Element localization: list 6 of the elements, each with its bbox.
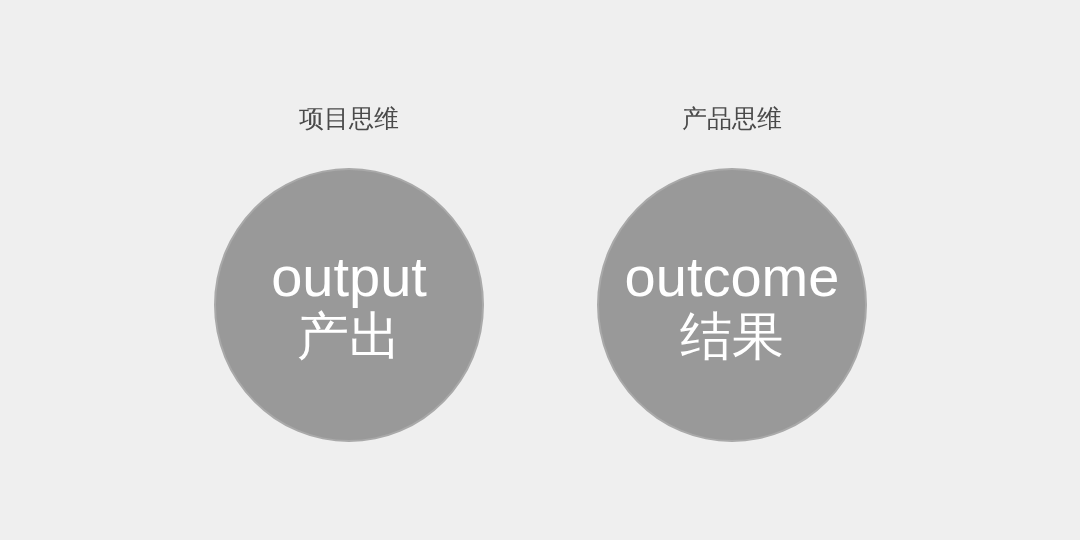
heading: 产品思维	[682, 103, 782, 134]
circle-translation: 结果	[680, 306, 784, 366]
circle-translation: 产出	[297, 307, 401, 366]
circle-term: output	[271, 248, 427, 306]
circle-term: outcome	[624, 248, 840, 306]
heading: 项目思维	[299, 103, 399, 134]
